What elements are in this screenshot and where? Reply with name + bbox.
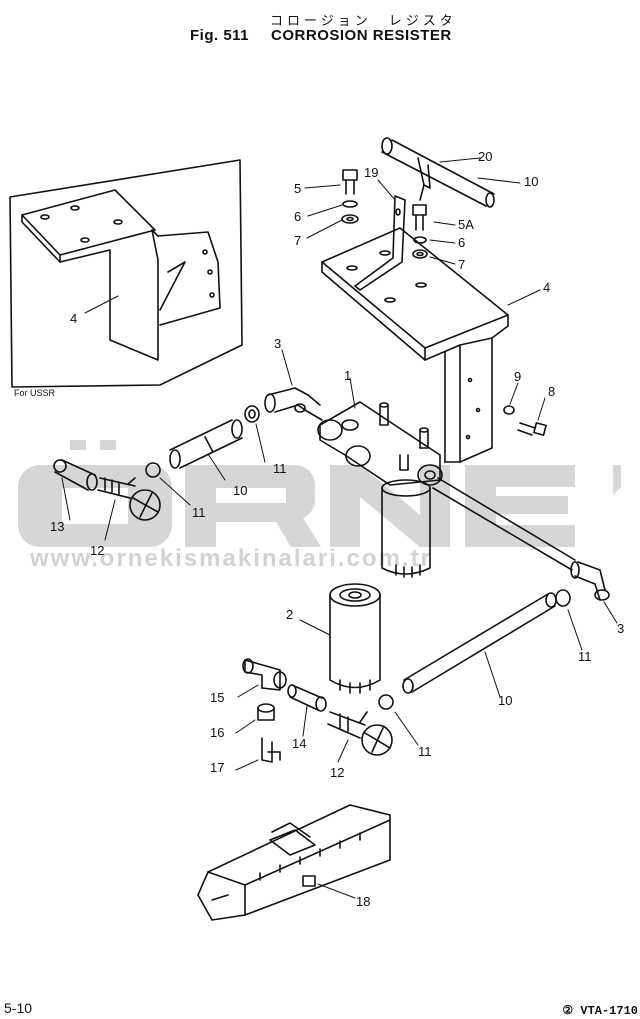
part-11-clamp-c bbox=[555, 589, 583, 651]
part-18-block bbox=[197, 804, 391, 921]
callout-11: 11 bbox=[273, 461, 287, 476]
part-2-filter bbox=[299, 583, 381, 694]
part-10-hose-mid bbox=[169, 419, 243, 481]
callout-11: 11 bbox=[578, 649, 592, 664]
callout-12: 12 bbox=[90, 543, 104, 558]
part-8-9-bolt bbox=[503, 382, 547, 436]
japanese-title: コロージョン レジスタ bbox=[270, 14, 457, 29]
drawing-code: ② VTA-1710 bbox=[562, 1004, 638, 1018]
hose-line-long bbox=[437, 477, 576, 561]
callout-9: 9 bbox=[514, 369, 521, 384]
part-4-bracket bbox=[321, 195, 541, 463]
part-1-filter-head bbox=[317, 377, 443, 486]
part-3-elbow-left bbox=[264, 349, 323, 421]
callout-6: 6 bbox=[294, 209, 301, 224]
callout-3: 3 bbox=[274, 336, 281, 351]
callout-16: 16 bbox=[210, 725, 224, 740]
inset-ussr-bracket bbox=[9, 159, 243, 388]
part-3-elbow-right bbox=[570, 561, 618, 624]
callout-7: 7 bbox=[458, 257, 465, 272]
callout-11: 11 bbox=[418, 744, 432, 759]
part-10-tube-top bbox=[381, 137, 521, 208]
part-15-tee bbox=[237, 658, 287, 698]
callout-10: 10 bbox=[524, 174, 538, 189]
callout-12: 12 bbox=[330, 765, 344, 780]
bolt-group-left bbox=[304, 169, 359, 239]
callout-18: 18 bbox=[356, 894, 370, 909]
part-11-clamp-a bbox=[244, 405, 266, 463]
part-17-fitting bbox=[235, 737, 281, 771]
callout-19: 19 bbox=[364, 165, 378, 180]
callout-10: 10 bbox=[498, 693, 512, 708]
page-title: CORROSION RESISTER bbox=[271, 27, 452, 44]
callout-17: 17 bbox=[210, 760, 224, 775]
part-13-pipe bbox=[53, 459, 98, 521]
callout-5A: 5A bbox=[458, 217, 474, 232]
part-16-plug bbox=[235, 703, 275, 734]
callout-20: 20 bbox=[478, 149, 492, 164]
part-12-valve-lower bbox=[327, 711, 393, 763]
page-number: 5-10 bbox=[4, 1000, 33, 1016]
callout-4: 4 bbox=[543, 280, 550, 295]
callout-6: 6 bbox=[458, 235, 465, 250]
part-11-clamp-d bbox=[378, 694, 419, 746]
callout-1: 1 bbox=[344, 368, 351, 383]
callout-8: 8 bbox=[548, 384, 555, 399]
callout-15: 15 bbox=[210, 690, 224, 705]
filter-installed bbox=[381, 479, 431, 578]
callout-7: 7 bbox=[294, 233, 301, 248]
inset-note: For USSR bbox=[14, 388, 56, 398]
callout-11: 11 bbox=[192, 505, 206, 520]
figure-heading: Fig. 511 CORROSION RESISTER bbox=[190, 27, 474, 44]
part-11-clamp-b bbox=[145, 462, 191, 506]
part-14-nipple bbox=[287, 684, 327, 737]
callout-14: 14 bbox=[292, 736, 306, 751]
part-12-valve-left bbox=[97, 477, 161, 541]
callout-5: 5 bbox=[294, 181, 301, 196]
callout-13: 13 bbox=[50, 519, 64, 534]
bolt-group-right bbox=[412, 204, 456, 265]
callout-10: 10 bbox=[233, 483, 247, 498]
watermark-url: www.ornekismakinalari.com.tr bbox=[30, 545, 432, 572]
fig-label: Fig. 511 bbox=[190, 27, 250, 44]
callout-2: 2 bbox=[286, 607, 293, 622]
callout-3: 3 bbox=[617, 621, 624, 636]
part-10-hose-lower bbox=[402, 592, 557, 698]
callout-4: 4 bbox=[70, 311, 77, 326]
